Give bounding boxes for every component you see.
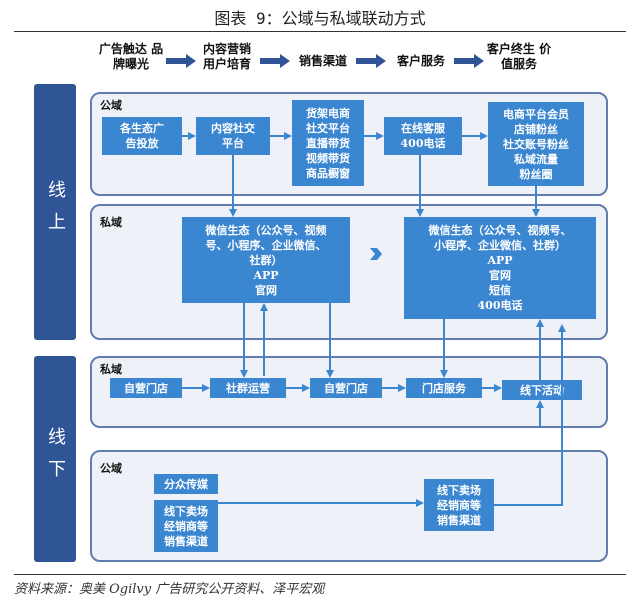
box-shelf-ecommerce: 货架电商 社交平台 直播带货 视频带货 商品橱窗 [292,100,364,186]
stage-arrow-icon [454,54,484,68]
side-label-offline: 线下 [34,356,76,562]
panel-label: 私域 [100,216,122,229]
box-ecommerce-members: 电商平台会员 店铺粉丝 社交账号粉丝 私域流量 粉丝圈 [488,102,584,186]
figure-title: 图表 9：公域与私域联动方式 [214,9,426,28]
panel-label: 公域 [100,462,122,475]
box-offline-events: 线下活动 [502,380,582,400]
stage-arrow-icon [260,54,290,68]
title-divider [14,31,626,32]
box-wechat-ecosystem-left: 微信生态（公众号、视频 号、小程序、企业微信、 社群） APP 官网 [182,217,350,303]
box-content-social: 内容社交 平台 [196,117,270,155]
stage-lifetime-value: 客户终生 价值服务 [486,42,552,71]
source-note: 资料来源：奥美 Ogilvy 广告研究公开资料、泽平宏观 [14,582,325,597]
box-offline-channels-right: 线下卖场 经销商等 销售渠道 [424,479,494,531]
chevron-right-icon [370,248,382,260]
box-offline-channels-left: 线下卖场 经销商等 销售渠道 [154,500,218,552]
stage-content-marketing: 内容营销 用户培育 [202,42,251,71]
source-divider [14,574,626,575]
box-community-operations: 社群运营 [210,378,286,398]
box-own-store: 自营门店 [110,378,182,398]
stage-ad-reach: 广告触达 品牌曝光 [98,42,164,71]
box-mass-media: 分众传媒 [154,474,218,494]
box-store-service: 门店服务 [406,378,482,398]
box-wechat-ecosystem-right: 微信生态（公众号、视频号、 小程序、企业微信、社群） APP 官网 短信 400… [404,217,596,319]
stage-sales-channel: 销售渠道 [298,54,347,68]
stage-arrow-icon [356,54,386,68]
box-own-store: 自营门店 [310,378,382,398]
stage-arrow-icon [166,54,196,68]
stage-customer-service: 客户服务 [396,54,445,68]
box-ecosystem-ads: 各生态广 告投放 [102,117,182,155]
box-online-customer-service: 在线客服 400电话 [384,117,462,155]
panel-label: 公域 [100,99,122,112]
panel-label: 私域 [100,363,122,376]
side-label-online: 线上 [34,84,76,340]
